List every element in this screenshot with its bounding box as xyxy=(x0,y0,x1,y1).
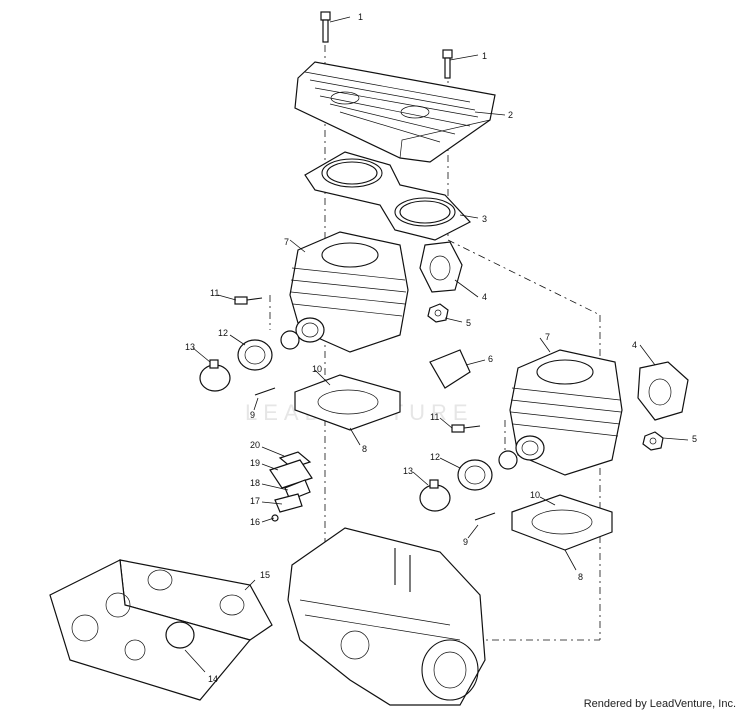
reed-valve-stack xyxy=(269,451,313,522)
callout-3: 3 xyxy=(482,214,487,224)
base-gasket-left xyxy=(294,374,401,431)
callout-2: 2 xyxy=(508,110,513,120)
intake-flange-right xyxy=(457,450,518,491)
cylinder-left xyxy=(289,231,409,353)
callout-8: 8 xyxy=(578,572,583,582)
screw-11-left xyxy=(234,296,263,305)
cylinder-head xyxy=(294,61,496,163)
clamp-left xyxy=(199,359,231,392)
clamp-right xyxy=(419,479,451,512)
exhaust-gasket-right xyxy=(637,361,689,421)
callout-20: 20 xyxy=(250,440,260,450)
callout-4: 4 xyxy=(482,292,487,302)
callout-5: 5 xyxy=(692,434,697,444)
callout-5: 5 xyxy=(466,318,471,328)
cylinder-right xyxy=(509,349,623,476)
screw-9-right xyxy=(474,512,496,521)
callout-1: 1 xyxy=(482,51,487,61)
nut-right xyxy=(642,431,664,451)
callout-14: 14 xyxy=(208,674,218,684)
callout-18: 18 xyxy=(250,478,260,488)
leader-lines xyxy=(184,16,689,673)
callout-19: 19 xyxy=(250,458,260,468)
callout-7: 7 xyxy=(545,332,550,342)
callout-11: 11 xyxy=(210,288,219,298)
callout-6: 6 xyxy=(488,354,493,364)
screw-9-left xyxy=(254,387,276,396)
callout-13: 13 xyxy=(185,342,195,352)
callout-10: 10 xyxy=(530,490,540,500)
callout-9: 9 xyxy=(463,537,468,547)
base-gasket-right xyxy=(511,494,613,551)
callout-labels: 1 1 2 3 7 4 5 6 10 8 9 11 12 13 7 4 5 11… xyxy=(185,12,697,684)
callout-7: 7 xyxy=(284,237,289,247)
callout-16: 16 xyxy=(250,517,260,527)
callout-4: 4 xyxy=(632,340,637,350)
callout-17: 17 xyxy=(250,496,260,506)
exhaust-gasket-left xyxy=(419,241,463,293)
head-gasket xyxy=(304,151,471,241)
callout-13: 13 xyxy=(403,466,413,476)
callout-12: 12 xyxy=(218,328,228,338)
nut-left xyxy=(427,303,449,323)
callout-1: 1 xyxy=(358,12,363,22)
screw-11-right xyxy=(451,424,481,433)
bracket xyxy=(429,349,471,389)
head-bolt-right xyxy=(442,49,453,79)
callout-8: 8 xyxy=(362,444,367,454)
callout-9: 9 xyxy=(250,410,255,420)
head-bolt-left xyxy=(320,11,331,43)
crankcase xyxy=(287,527,486,706)
callout-12: 12 xyxy=(430,452,440,462)
callout-15: 15 xyxy=(260,570,270,580)
callout-11: 11 xyxy=(430,412,439,422)
credit-text: Rendered by LeadVenture, Inc. xyxy=(583,698,736,710)
callout-10: 10 xyxy=(312,364,322,374)
heat-shield xyxy=(49,559,252,701)
intake-flange-left xyxy=(237,330,300,371)
